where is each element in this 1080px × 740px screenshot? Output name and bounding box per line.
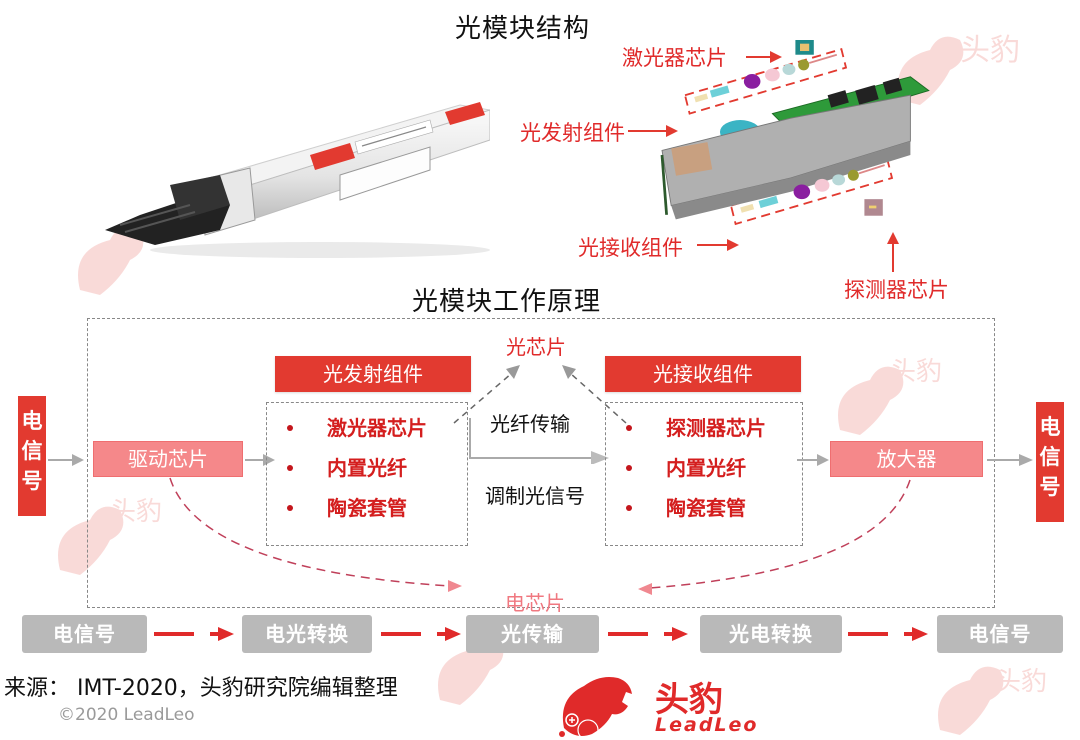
bullet-icon xyxy=(287,505,293,511)
arrow-right-icon xyxy=(746,51,782,63)
modulated-signal-label: 调制光信号 xyxy=(485,484,585,508)
source-note: 来源： IMT-2020，头豹研究院编辑整理 xyxy=(4,676,398,701)
arrow-right-icon xyxy=(608,627,688,641)
module-boundary-box xyxy=(87,318,995,608)
flow-step-optical-transmission: 光传输 xyxy=(466,615,599,653)
tosa-header: 光发射组件 xyxy=(275,356,471,392)
arrow-right-icon xyxy=(48,454,84,466)
flow-step-eo-conversion: 电光转换 xyxy=(242,615,372,653)
rosa-item: 内置光纤 xyxy=(606,453,802,483)
arrow-right-icon xyxy=(697,239,739,251)
bullet-icon xyxy=(287,425,293,431)
rosa-item: 探测器芯片 xyxy=(606,413,802,443)
optical-chip-label: 光芯片 xyxy=(506,335,566,359)
svg-text:头豹: 头豹 xyxy=(995,667,1047,697)
optical-module-photo xyxy=(105,102,490,258)
driver-chip-box: 驱动芯片 xyxy=(93,441,243,477)
leadleo-logo-icon xyxy=(559,677,632,740)
rosa-header: 光接收组件 xyxy=(605,356,801,392)
arrow-right-icon xyxy=(797,454,829,466)
principle-title: 光模块工作原理 xyxy=(412,287,602,317)
arrow-right-icon xyxy=(987,454,1033,466)
callout-rosa: 光接收组件 xyxy=(578,236,683,260)
bullet-icon xyxy=(626,465,632,471)
rosa-components-box: 探测器芯片 内置光纤 陶瓷套管 xyxy=(605,402,803,546)
logo-text-cn: 头豹 xyxy=(655,680,723,720)
optical-chip-connectors xyxy=(453,365,627,424)
arrow-right-icon xyxy=(381,627,461,641)
arrow-right-icon xyxy=(469,418,609,464)
tosa-item: 激光器芯片 xyxy=(267,413,467,443)
flow-step-electrical-signal: 电信号 xyxy=(22,615,147,653)
arrow-right-icon xyxy=(628,125,678,137)
input-signal: 电信号 xyxy=(18,396,46,516)
watermark-logo-icon: 头豹 xyxy=(938,666,1047,735)
tosa-components-box: 激光器芯片 内置光纤 陶瓷套管 xyxy=(266,402,468,546)
callout-detector-chip: 探测器芯片 xyxy=(844,278,949,302)
amplifier-box: 放大器 xyxy=(830,441,983,477)
arrow-right-icon xyxy=(848,627,928,641)
copyright: ©2020 LeadLeo xyxy=(58,705,195,725)
rosa-item: 陶瓷套管 xyxy=(606,493,802,523)
tosa-item: 内置光纤 xyxy=(267,453,467,483)
logo-text-en: LeadLeo xyxy=(655,714,759,736)
module-exploded-view xyxy=(660,40,930,226)
tosa-item: 陶瓷套管 xyxy=(267,493,467,523)
bullet-icon xyxy=(626,505,632,511)
electrical-chip-connectors xyxy=(169,477,911,595)
svg-text:头豹: 头豹 xyxy=(960,33,1020,68)
callout-laser-chip: 激光器芯片 xyxy=(622,46,727,70)
electrical-chip-label: 电芯片 xyxy=(505,591,565,615)
arrow-right-icon xyxy=(154,627,234,641)
flow-step-electrical-signal-out: 电信号 xyxy=(937,615,1063,653)
fiber-transmission-label: 光纤传输 xyxy=(490,412,570,436)
output-signal: 电信号 xyxy=(1036,402,1064,522)
arrow-up-icon xyxy=(887,232,899,272)
flow-step-oe-conversion: 光电转换 xyxy=(700,615,842,653)
bullet-icon xyxy=(287,465,293,471)
bullet-icon xyxy=(626,425,632,431)
callout-tosa: 光发射组件 xyxy=(520,121,625,145)
structure-title: 光模块结构 xyxy=(455,14,591,44)
